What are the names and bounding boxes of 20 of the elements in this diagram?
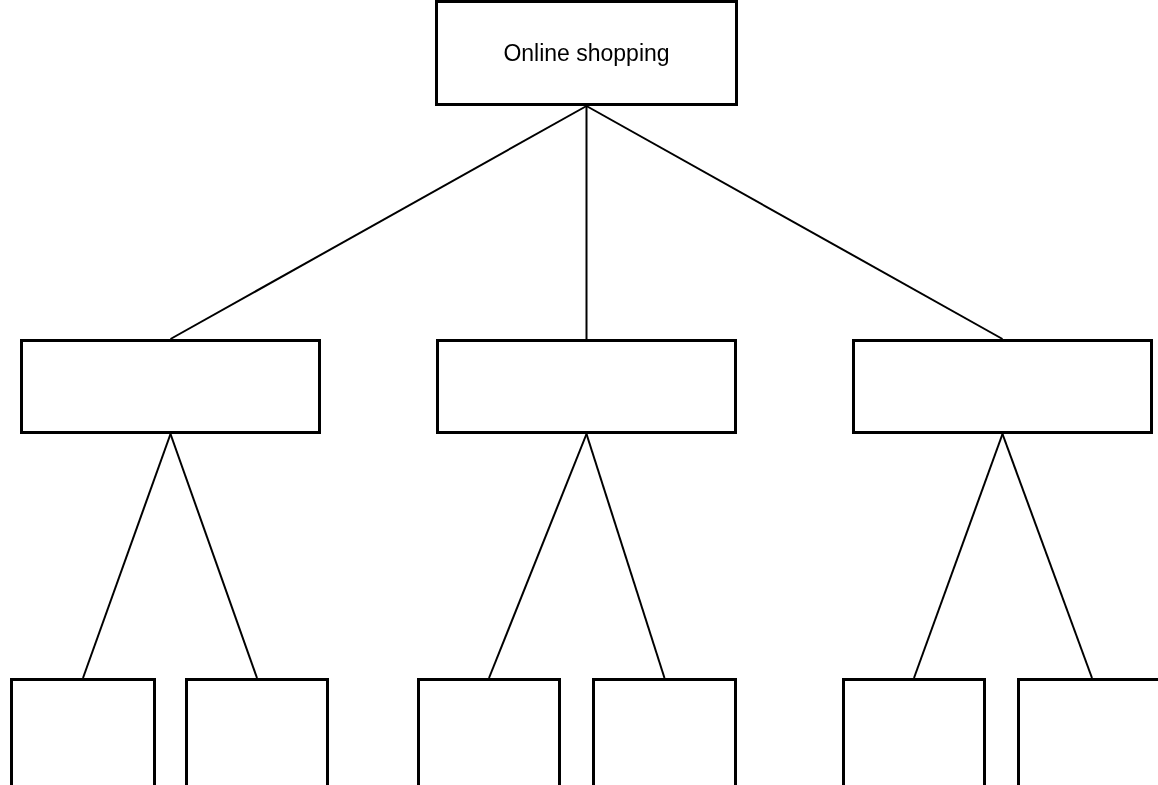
connector-line bbox=[82, 433, 172, 679]
connector-line bbox=[913, 433, 1004, 679]
empty-box bbox=[436, 339, 737, 434]
empty-box bbox=[10, 678, 156, 785]
connector-line bbox=[585, 105, 1004, 340]
empty-box bbox=[1017, 678, 1158, 785]
box-label: Online shopping bbox=[503, 38, 670, 68]
empty-box bbox=[20, 339, 321, 434]
process-box bbox=[435, 0, 738, 106]
connector-line bbox=[488, 433, 588, 679]
empty-box bbox=[852, 339, 1153, 434]
empty-box bbox=[417, 678, 561, 785]
connector-line bbox=[585, 433, 666, 679]
connector-line bbox=[585, 105, 588, 340]
connector-line bbox=[169, 433, 258, 679]
connector-line bbox=[169, 105, 588, 340]
empty-box bbox=[592, 678, 737, 785]
connector-line bbox=[1001, 433, 1093, 679]
empty-box bbox=[842, 678, 986, 785]
empty-box bbox=[185, 678, 329, 785]
